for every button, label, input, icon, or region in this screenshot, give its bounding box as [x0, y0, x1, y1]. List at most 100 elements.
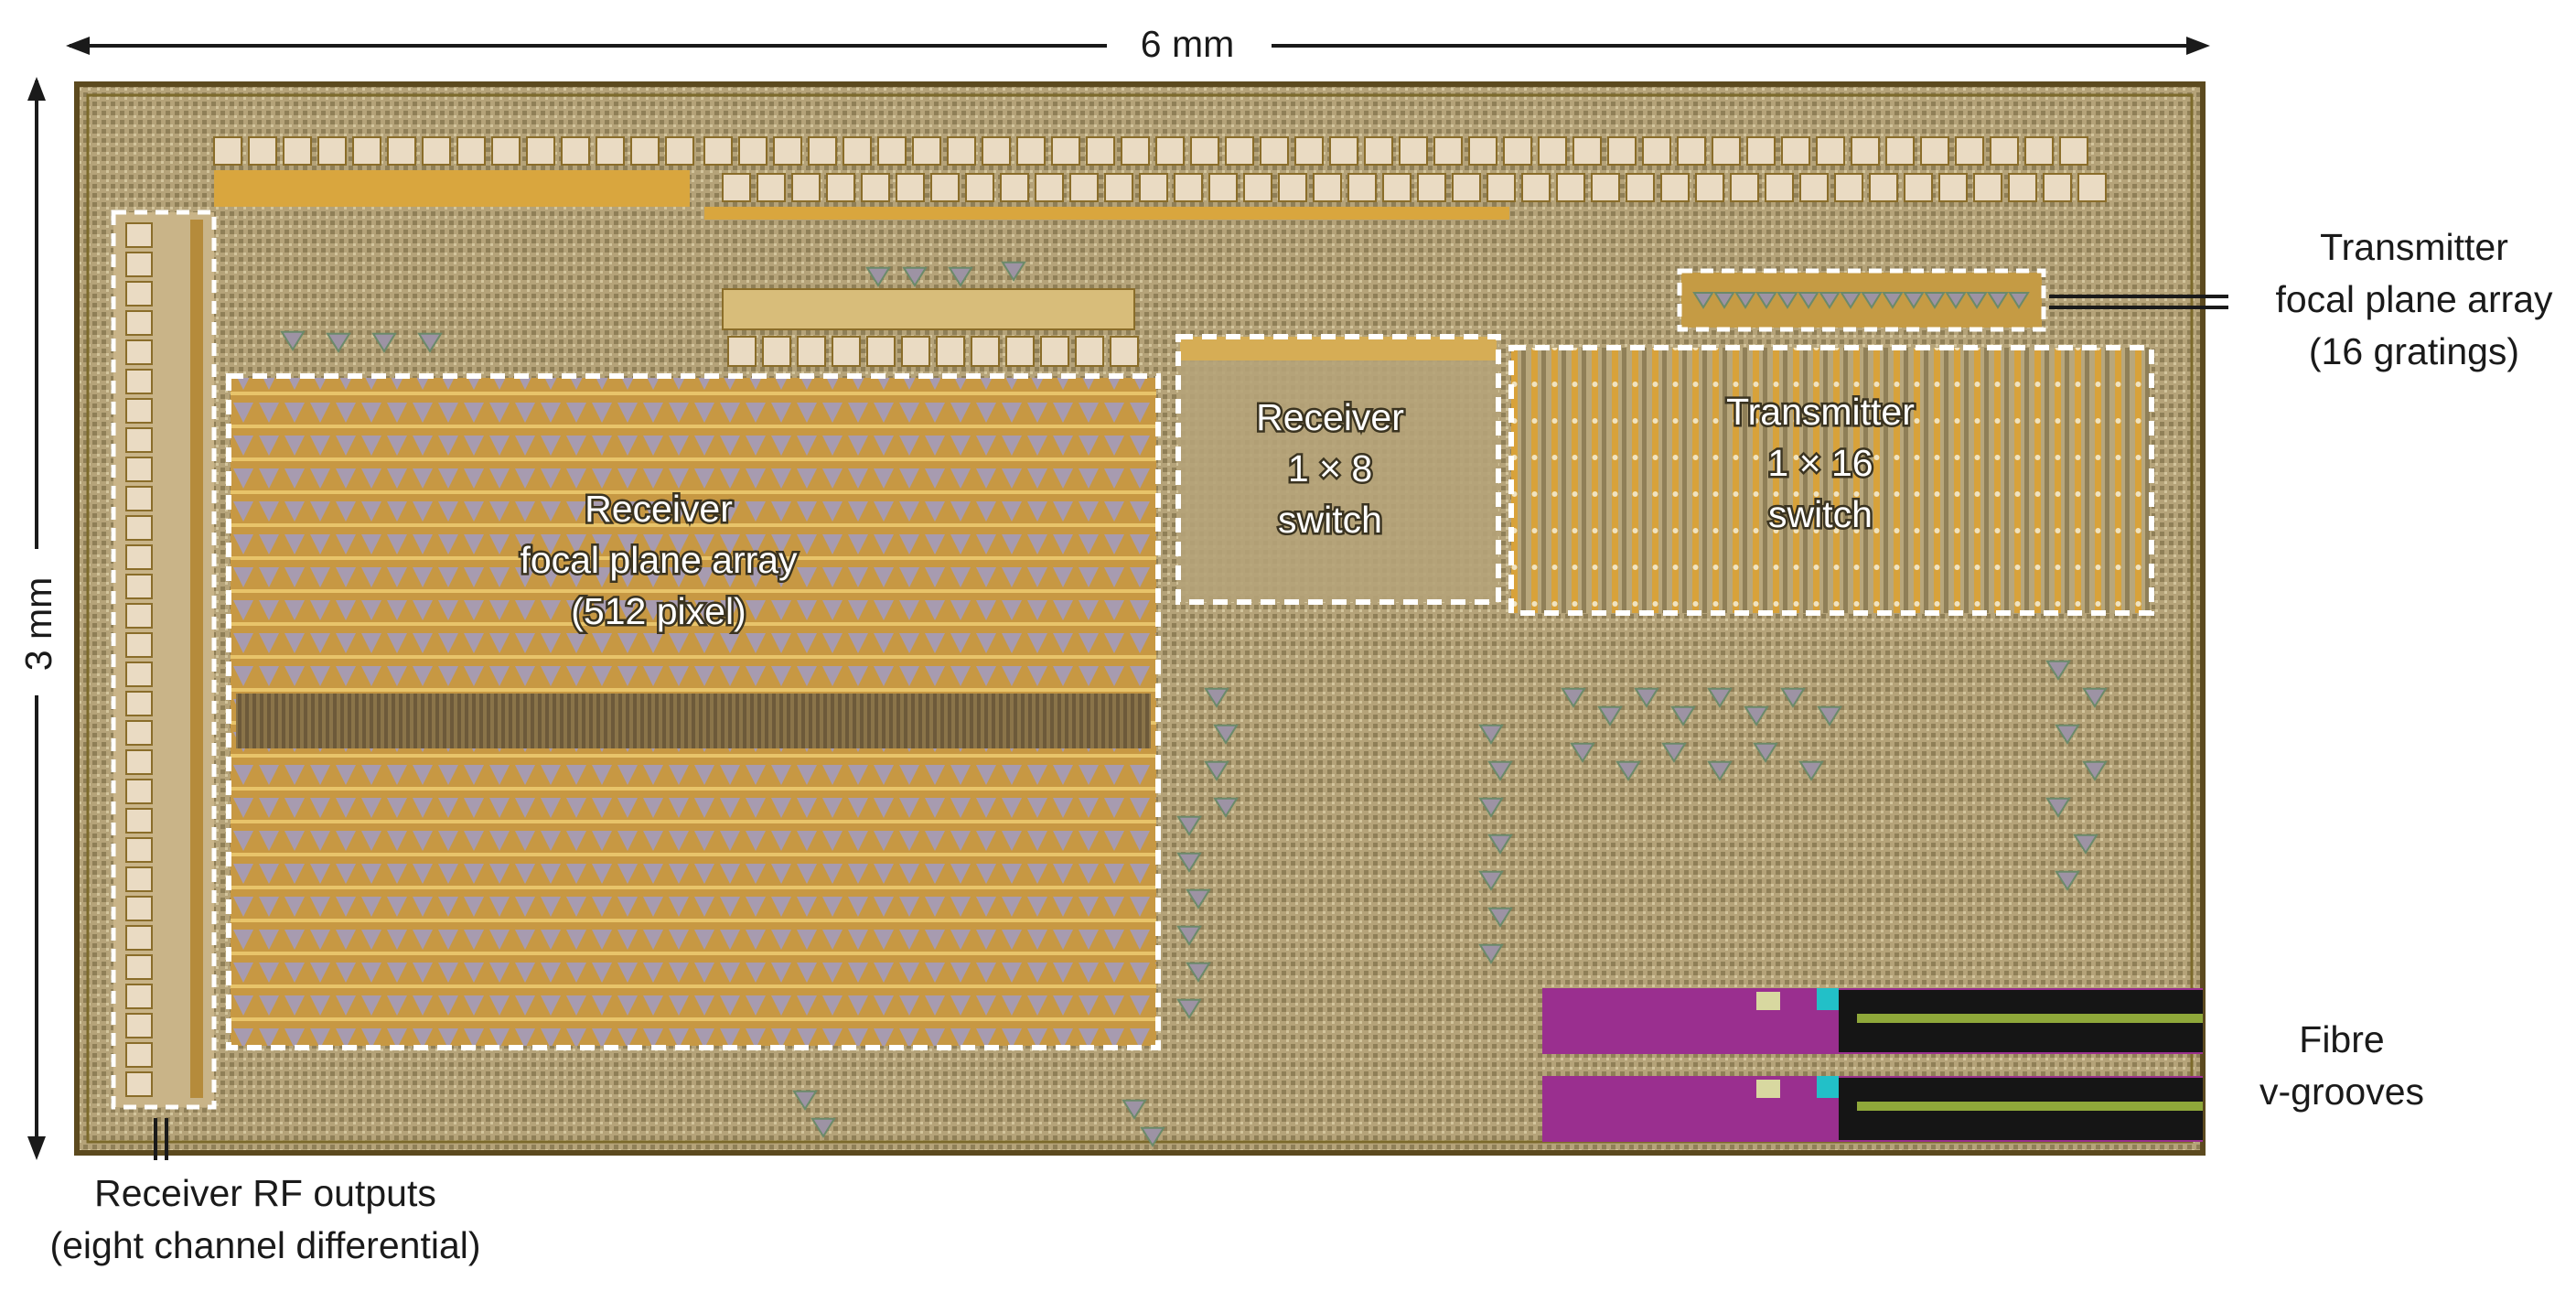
top-bond-pads-left: [213, 136, 694, 207]
grating: [1903, 292, 1925, 309]
rf-outputs-callout: Receiver RF outputs (eight channel diffe…: [9, 1167, 521, 1272]
bond-pad: [832, 336, 861, 367]
bond-pad: [877, 136, 907, 166]
bond-pad: [1885, 136, 1915, 166]
rf-outputs-callout-line-2: (eight channel differential): [49, 1224, 481, 1266]
bond-pad: [1816, 136, 1845, 166]
test-structure: [865, 266, 891, 287]
transmitter-switch-label-3: switch: [1768, 493, 1873, 535]
bond-pad: [1086, 136, 1115, 166]
bond-pad: [125, 866, 153, 892]
bond-pad: [1765, 173, 1794, 202]
bond-pad: [1005, 336, 1035, 367]
grating: [1776, 292, 1798, 309]
bond-pad: [738, 136, 767, 166]
bond-pad: [1294, 136, 1324, 166]
test-structure: [1487, 834, 1513, 855]
bond-pad: [1712, 136, 1741, 166]
grating: [1798, 292, 1819, 309]
bond-pad: [125, 486, 153, 511]
bond-pad: [1139, 173, 1168, 202]
bond-pad: [125, 457, 153, 482]
bond-pad: [965, 173, 994, 202]
bond-pad: [125, 339, 153, 365]
bond-pad: [791, 173, 821, 202]
bond-pad: [1677, 136, 1706, 166]
bond-pad: [1104, 173, 1133, 202]
test-structure: [1615, 760, 1641, 781]
bond-pad: [491, 136, 521, 166]
bond-pad: [861, 173, 890, 202]
transmitter-fpa-callout-line-2: focal plane array: [2275, 278, 2553, 320]
receiver-focal-plane-array: [226, 373, 1161, 1050]
bond-pad: [1730, 173, 1759, 202]
bond-pad: [1938, 173, 1968, 202]
bond-pad: [1313, 173, 1342, 202]
grating: [1734, 292, 1756, 309]
test-structure: [902, 266, 928, 287]
bond-pad: [757, 173, 786, 202]
bond-pad: [283, 136, 312, 166]
bond-pad: [2043, 173, 2072, 202]
grating: [1882, 292, 1904, 309]
receiver-fpa-label-2: focal plane array: [520, 539, 798, 581]
bond-pad: [596, 136, 625, 166]
bond-pad: [125, 252, 153, 277]
bond-pad: [1538, 136, 1567, 166]
grating: [1819, 292, 1841, 309]
bond-pad: [125, 515, 153, 541]
pad-bus: [722, 288, 1135, 330]
bond-pad: [125, 632, 153, 658]
bond-pad: [722, 173, 751, 202]
grating: [1713, 292, 1735, 309]
bond-pad: [1069, 173, 1099, 202]
bond-pad: [1417, 173, 1446, 202]
test-structure: [1478, 870, 1504, 891]
bond-pad: [2059, 136, 2088, 166]
bond-pad: [561, 136, 590, 166]
bond-pad: [352, 136, 381, 166]
test-structure: [1570, 742, 1595, 763]
bond-pad: [630, 136, 660, 166]
bond-pad: [1051, 136, 1080, 166]
bond-pad: [1869, 173, 1898, 202]
transmitter-fpa-callout: Transmitter focal plane array (16 gratin…: [2252, 221, 2576, 378]
bond-pad: [1990, 136, 2019, 166]
bond-pad: [125, 779, 153, 804]
grating: [1945, 292, 1967, 309]
bond-pad: [1572, 136, 1602, 166]
bond-pad: [125, 720, 153, 746]
bond-pad: [762, 336, 791, 367]
test-structure: [280, 330, 306, 351]
bond-pad: [901, 336, 930, 367]
test-structure: [1661, 742, 1687, 763]
test-structure: [1798, 760, 1824, 781]
grating: [1861, 292, 1883, 309]
bond-pad: [727, 336, 757, 367]
bond-pad: [2008, 173, 2037, 202]
pad-bus: [214, 170, 690, 207]
bond-pad: [125, 281, 153, 307]
bond-pad: [665, 136, 694, 166]
test-structure: [2055, 870, 2080, 891]
bond-pad: [1904, 173, 1933, 202]
bond-pad: [1035, 173, 1064, 202]
transmitter-fpa-callout-line-1: Transmitter: [2320, 226, 2508, 268]
bond-pad: [125, 984, 153, 1009]
bond-pad: [125, 896, 153, 921]
test-structure: [792, 1090, 818, 1111]
grating: [1755, 292, 1777, 309]
bond-pad: [1660, 173, 1690, 202]
bond-pad: [982, 136, 1011, 166]
transmitter-switch-region: [1508, 345, 2154, 616]
rf-outputs-callout-line-1: Receiver RF outputs: [94, 1172, 436, 1214]
bond-pad: [125, 837, 153, 863]
bond-pad: [2077, 173, 2107, 202]
bond-pad: [826, 173, 855, 202]
bond-pad: [1607, 136, 1637, 166]
bond-pad: [1695, 173, 1724, 202]
bond-pad: [1278, 173, 1307, 202]
bond-pad: [125, 603, 153, 629]
transmitter-focal-plane-array: [1677, 268, 2228, 332]
fibre-callout-line-1: Fibre: [2299, 1018, 2385, 1060]
